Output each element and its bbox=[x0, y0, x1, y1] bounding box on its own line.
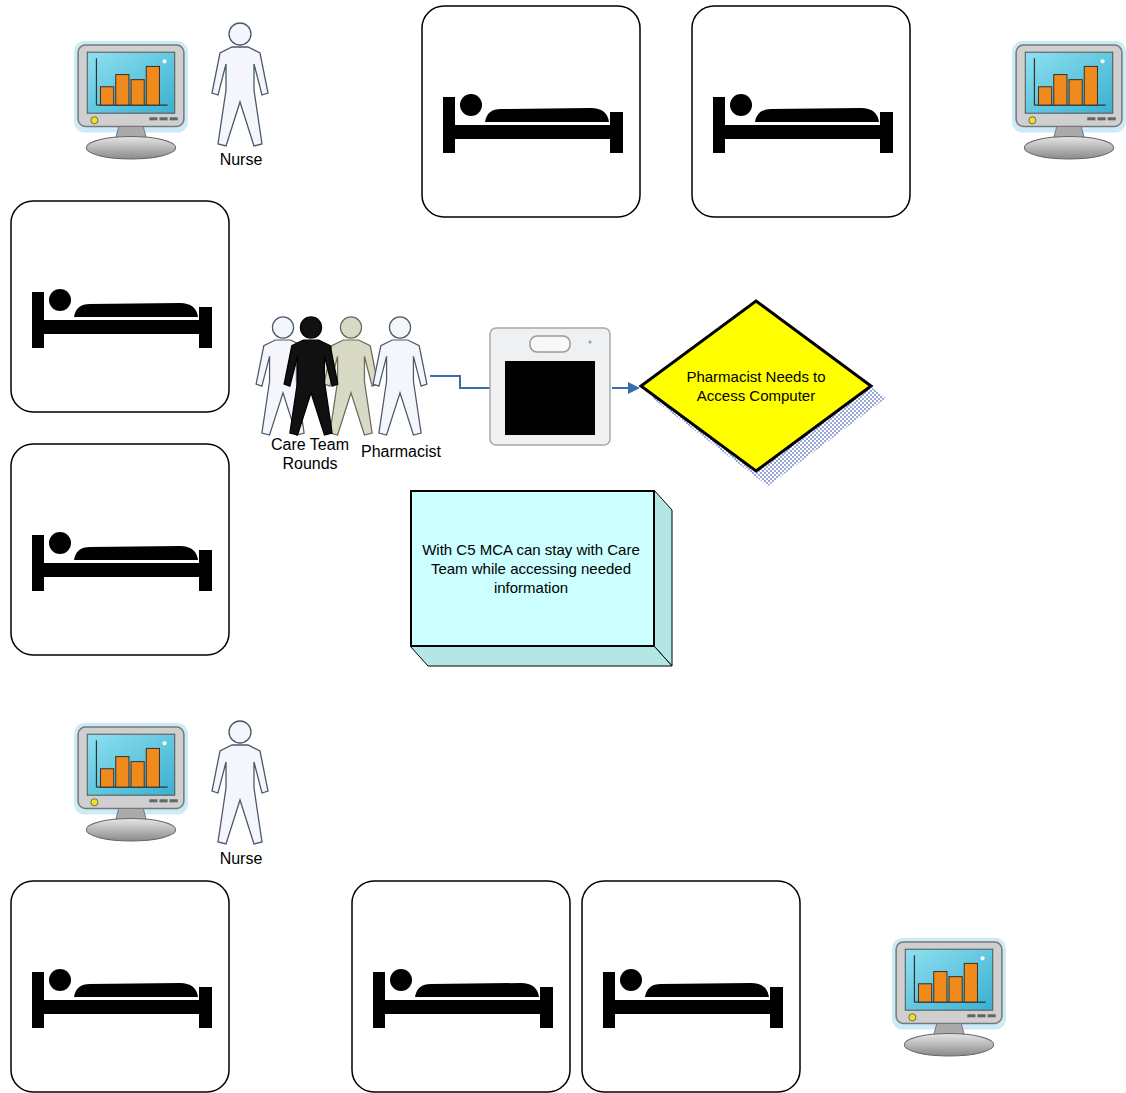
node-outline bbox=[410, 490, 672, 666]
bed-room bbox=[692, 6, 910, 217]
figure-label: Pharmacist bbox=[352, 442, 450, 461]
note-box: With C5 MCA can stay with Care Team whil… bbox=[410, 490, 672, 666]
people bbox=[212, 23, 427, 844]
box-front bbox=[411, 491, 654, 646]
nurse-figure bbox=[212, 23, 268, 146]
bed-room bbox=[11, 881, 229, 1092]
decision-diamond: Pharmacist Needs to Access Computer bbox=[640, 300, 872, 472]
figure-label: Care Team Rounds bbox=[262, 435, 358, 473]
node-text: With C5 MCA can stay with Care Team whil… bbox=[418, 496, 644, 640]
bed-room bbox=[352, 881, 570, 1092]
bed-room bbox=[11, 201, 229, 412]
care-team-figure bbox=[284, 317, 338, 435]
figure-label: Nurse bbox=[201, 150, 281, 169]
tablet-body bbox=[490, 328, 610, 445]
bed-rooms bbox=[11, 6, 910, 1092]
box-side bbox=[654, 490, 672, 666]
arrow-head bbox=[628, 382, 640, 394]
computer-monitor bbox=[74, 723, 188, 841]
leader-line bbox=[430, 376, 490, 388]
arrow-line bbox=[612, 387, 630, 389]
tablet-screen bbox=[505, 361, 595, 435]
figure-label: Nurse bbox=[201, 849, 281, 868]
node-text: Pharmacist Needs to Access Computer bbox=[680, 350, 832, 422]
computer-monitor bbox=[892, 938, 1006, 1056]
pharmacist-figure bbox=[373, 317, 427, 435]
tablet-button bbox=[589, 341, 592, 344]
computer-monitor bbox=[74, 41, 188, 159]
diamond-outline bbox=[641, 301, 871, 471]
computer-monitor bbox=[1012, 41, 1126, 159]
bed-room bbox=[11, 444, 229, 655]
bed-room bbox=[582, 881, 800, 1092]
tablet-handle bbox=[530, 336, 570, 352]
bed-room bbox=[422, 6, 640, 217]
nurse-figure bbox=[212, 721, 268, 844]
monitors bbox=[74, 41, 1126, 1056]
node-outline bbox=[640, 300, 872, 472]
tablet-device bbox=[490, 328, 610, 445]
box-bottom bbox=[410, 646, 672, 666]
